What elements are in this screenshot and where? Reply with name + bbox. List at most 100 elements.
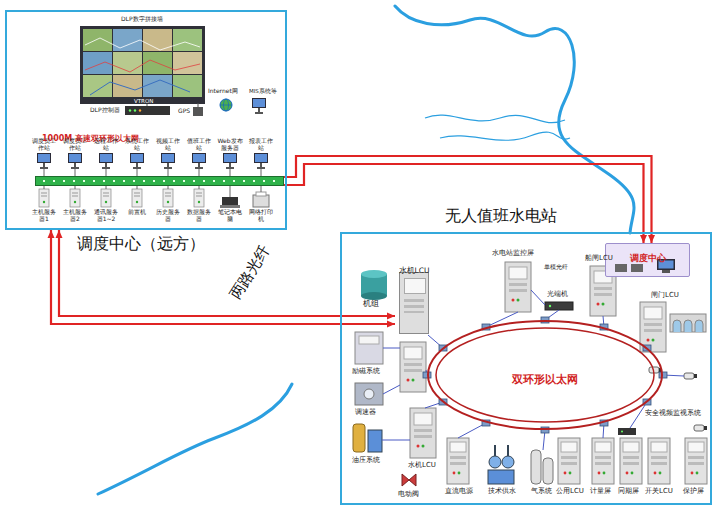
part-label: 单模光纤 [544, 264, 568, 271]
part-label: 直流电源 [445, 487, 473, 495]
part-label: 计量屏 [590, 487, 611, 495]
illustration-part [549, 305, 551, 307]
illustration-part [364, 389, 374, 399]
illustration-part [85, 38, 200, 50]
ring-outer [428, 321, 662, 429]
equipment-icon [101, 189, 111, 207]
video-wall [80, 26, 205, 115]
equipment-icon [130, 153, 144, 169]
illustration-part [134, 109, 136, 111]
equipment-icon [223, 153, 237, 169]
equipment-icon [620, 438, 642, 484]
part-label: 励磁系统 [352, 367, 380, 375]
illustration-part [361, 270, 387, 278]
fiber-line [51, 230, 395, 324]
stream [425, 115, 570, 140]
arrow-head [56, 230, 63, 238]
air-system [531, 450, 553, 484]
water-pumps [488, 445, 514, 484]
illustration-part [502, 456, 514, 468]
illustration-part [44, 169, 261, 176]
part-label: 开关LCU [645, 487, 673, 495]
part-label: 水机LCU [408, 461, 436, 469]
illustration-part [173, 29, 202, 51]
illustration-part [545, 302, 573, 310]
dispatch-center-panel: 调度中心（远方）1000M 高速双环形以太网 [5, 10, 287, 230]
illustration-part [440, 132, 570, 140]
equipment-icon [694, 425, 707, 431]
arrow-head [640, 235, 647, 243]
part-label: Internet网 [208, 88, 238, 95]
illustration-part [83, 29, 112, 51]
phone-icon [631, 264, 643, 272]
part-label: Web发布服务器 [216, 138, 244, 152]
illustration-part [44, 186, 261, 197]
equipment-icon [163, 189, 173, 207]
illustration-part [147, 104, 148, 106]
part-label: VTRON [134, 98, 153, 104]
equipment-icon [592, 438, 614, 484]
part-label: 调速器 [355, 408, 376, 416]
ring-inner [436, 328, 654, 422]
part-label: 远程工作站 [92, 138, 120, 152]
illustration-part [193, 107, 203, 116]
illustration-part [425, 115, 565, 123]
lcu-cabinet: 水机LCU [395, 258, 433, 335]
monitor-stand [662, 270, 670, 273]
illustration-part [670, 314, 706, 332]
part-label: 安全视频监视系统 [645, 410, 701, 417]
equipment-icon [161, 153, 175, 169]
equipment-icon [194, 189, 204, 207]
part-label: 油压系统 [352, 456, 380, 464]
gps-internet-mis [193, 98, 266, 116]
equipment-icon [640, 302, 666, 352]
part-label: DLP数字拼接墙 [121, 16, 163, 23]
illustration-part [531, 450, 541, 484]
illustration-part [618, 428, 636, 435]
part-label: 闸门LCU [651, 291, 679, 299]
illustration-part [129, 109, 131, 111]
arrow-head [387, 321, 395, 328]
illustration-part [85, 60, 200, 72]
fiber-connector [284, 156, 655, 243]
illustration-part [673, 320, 703, 332]
part-label: 保护屏 [683, 487, 704, 495]
cabinet-stripes [404, 299, 424, 313]
part-label: 历史服务器 [154, 209, 182, 223]
illustration-part [256, 192, 266, 196]
part-label: 数据服务器 [185, 209, 213, 223]
illustration-part [543, 458, 553, 484]
illustration-part [355, 383, 383, 405]
equipment-icon [685, 438, 707, 484]
illustration-part [488, 470, 514, 484]
illustration-part [494, 445, 496, 456]
illustration-part [220, 105, 232, 106]
equipment-icon [254, 153, 268, 169]
part-label: 调度员工作站 [30, 138, 58, 152]
equipment-icon [648, 438, 670, 484]
equipment-icon [70, 189, 80, 207]
part-label: 电动阀 [398, 490, 419, 498]
cabinet-window [404, 278, 426, 294]
part-label: 值班工作站 [185, 138, 213, 152]
node-label: 调度中心 [630, 253, 666, 264]
equipment-icon [558, 438, 580, 484]
illustration-part [173, 75, 202, 97]
part-label: 视频工作站 [154, 138, 182, 152]
node-label: 调度中心（远方） [77, 234, 205, 253]
illustration-part [531, 290, 545, 305]
part-label: 主机服务器1 [30, 209, 58, 223]
illustration-part [395, 6, 634, 233]
equipment-icon [505, 262, 531, 312]
node-label: 1000M 高速双环形以太网 [42, 134, 139, 144]
part-label: 公用LCU [556, 487, 584, 495]
illustration-part [353, 424, 365, 452]
illustration-part [113, 29, 142, 51]
part-label: 气系统 [531, 487, 552, 495]
part-label: 调度员工作站 [61, 138, 89, 152]
illustration-part [90, 80, 190, 95]
illustration-part [173, 52, 202, 74]
equipment-icon [68, 153, 82, 169]
illustration-part [253, 195, 269, 207]
